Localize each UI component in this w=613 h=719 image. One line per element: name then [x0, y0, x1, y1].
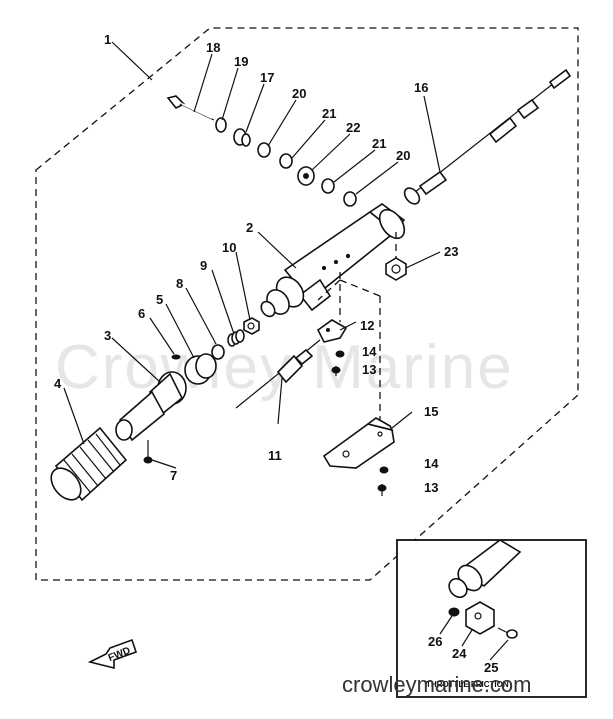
washer-14-part — [335, 350, 345, 358]
label-19: 19 — [234, 54, 248, 69]
part-labels: 1 18 19 17 20 21 22 21 20 16 2 23 10 9 8… — [54, 32, 498, 675]
inset-caption: THROTTLE FRICTION — [426, 680, 509, 689]
label-24: 24 — [452, 646, 467, 661]
label-25: 25 — [484, 660, 498, 675]
bracket-plate-15-part — [322, 417, 395, 469]
throttle-rod-part — [403, 68, 572, 205]
label-22: 22 — [346, 120, 360, 135]
label-16: 16 — [414, 80, 428, 95]
grip-4-part — [50, 426, 128, 502]
bushing-17-part — [233, 128, 251, 147]
guide-line — [339, 279, 381, 297]
label-20b: 20 — [396, 148, 410, 163]
throttle-friction-inset: THROTTLE FRICTION — [396, 539, 587, 698]
label-26: 26 — [428, 634, 442, 649]
sleeve-5-part — [184, 353, 217, 385]
label-23: 23 — [444, 244, 458, 259]
screw-13-part — [331, 366, 341, 376]
label-8: 8 — [176, 276, 183, 291]
label-1: 1 — [104, 32, 111, 47]
label-20a: 20 — [292, 86, 306, 101]
label-2: 2 — [246, 220, 253, 235]
inset-washer-26-part — [448, 607, 460, 617]
pin-6-part — [171, 354, 181, 360]
washer-21-part — [279, 153, 293, 169]
label-3: 3 — [104, 328, 111, 343]
leader-1 — [111, 41, 153, 81]
label-4: 4 — [54, 376, 62, 391]
watermark-url: crowleymarine.com — [342, 672, 532, 697]
label-12: 12 — [360, 318, 374, 333]
friction-plate-22-part — [297, 166, 315, 186]
washer-21b-part — [321, 178, 335, 194]
label-21a: 21 — [322, 106, 336, 121]
label-17: 17 — [260, 70, 274, 85]
label-13a: 13 — [362, 362, 376, 377]
screw-7-part — [143, 440, 153, 464]
guide-line — [317, 279, 341, 301]
label-13b: 13 — [424, 480, 438, 495]
leader-lines — [63, 53, 441, 469]
fwd-arrow-icon: FWD — [87, 638, 138, 670]
bushing-8-part — [211, 344, 225, 360]
inset-friction-block-part — [465, 601, 495, 635]
washer-19-part — [215, 117, 227, 133]
label-6: 6 — [138, 306, 145, 321]
bracket-12-part — [316, 319, 348, 343]
washer-20-part — [257, 142, 271, 158]
inset-screw-25-part — [497, 627, 518, 639]
washer-20b-part — [343, 191, 357, 207]
label-14b: 14 — [424, 456, 439, 471]
nut-10-part — [243, 317, 260, 335]
label-10: 10 — [222, 240, 236, 255]
label-14a: 14 — [362, 344, 377, 359]
label-18: 18 — [206, 40, 220, 55]
inset-shaft-part — [448, 539, 522, 599]
screw-13b-part — [377, 484, 387, 496]
washer-14b-part — [379, 466, 389, 474]
label-21b: 21 — [372, 136, 386, 151]
throttle-shaft-3-part — [115, 371, 187, 442]
spring-9-part — [227, 329, 245, 347]
label-5: 5 — [156, 292, 163, 307]
tiller-bracket-part — [260, 203, 406, 318]
label-15: 15 — [424, 404, 438, 419]
rod-11-part — [235, 339, 321, 409]
bolt-18-part — [166, 95, 215, 121]
label-11: 11 — [268, 448, 282, 463]
nut-23-part — [385, 257, 407, 281]
label-9: 9 — [200, 258, 207, 273]
label-7: 7 — [170, 468, 177, 483]
